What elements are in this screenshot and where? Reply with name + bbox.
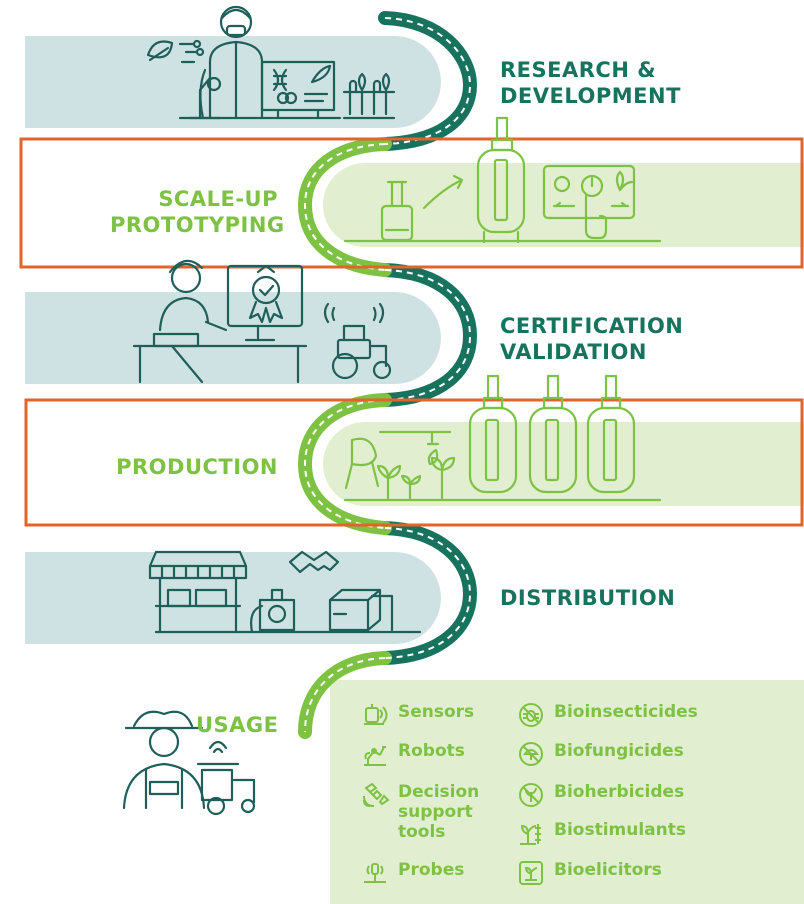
distribution-band — [25, 552, 441, 644]
stage-label-distribution: DISTRIBUTION — [500, 585, 675, 611]
usage-item-robots: Robots — [360, 741, 465, 767]
certification-band — [25, 292, 441, 384]
stage-label-line: DISTRIBUTION — [500, 586, 676, 610]
usage-item-label: Biostimulants — [554, 820, 686, 840]
stage-label-line: RESEARCH & — [500, 58, 657, 82]
satellite-icon — [363, 782, 390, 807]
weed-icon — [519, 783, 543, 807]
stage-label-line: SCALE-UP — [158, 187, 278, 211]
bioreactor-scaleup-icon — [343, 116, 662, 244]
bug-icon — [519, 703, 543, 727]
highlight-box-scaleup — [19, 137, 804, 269]
researcher-icon — [146, 5, 396, 120]
stage-label-line: USAGE — [196, 713, 279, 737]
stage-label-certification: CERTIFICATION VALIDATION — [500, 313, 683, 365]
sensor-icon — [364, 704, 388, 725]
usage-item-biostimulants: Biostimulants — [516, 820, 686, 846]
certification-worker-icon — [132, 259, 392, 384]
bioreactor-production-icon — [343, 374, 662, 502]
highlight-box-production — [24, 398, 804, 527]
stage-label-line: PRODUCTION — [116, 455, 278, 479]
stage-label-scaleup: SCALE-UP PROTOTYPING — [110, 186, 285, 238]
usage-item-bioelicitors: Bioelicitors — [516, 860, 662, 886]
usage-item-label: Biofungicides — [554, 741, 684, 761]
production-band — [323, 422, 804, 506]
probe-icon — [364, 863, 386, 883]
usage-item-label: Robots — [398, 741, 465, 761]
usage-item-label: Bioinsecticides — [554, 702, 698, 722]
market-stall-icon — [148, 550, 422, 634]
usage-item-bioherbicides: Bioherbicides — [516, 782, 684, 808]
usage-item-biofungicides: Biofungicides — [516, 741, 684, 767]
road-dashes — [303, 17, 472, 733]
stage-label-line: DEVELOPMENT — [500, 84, 681, 108]
fungus-icon — [519, 742, 543, 766]
stage-label-line: PROTOTYPING — [110, 213, 285, 237]
research-band — [25, 36, 441, 128]
usage-item-label: Decision support tools — [398, 782, 480, 842]
usage-item-label: Bioelicitors — [554, 860, 662, 880]
stage-label-line: CERTIFICATION — [500, 314, 684, 338]
usage-item-bioinsecticides: Bioinsecticides — [516, 702, 698, 728]
usage-item-sensors: Sensors — [360, 702, 474, 728]
usage-item-decision-support: Decision support tools — [360, 782, 479, 842]
usage-item-label: Sensors — [398, 702, 475, 722]
stage-label-research: RESEARCH & DEVELOPMENT — [500, 57, 681, 109]
plant-icon — [520, 824, 541, 845]
stage-label-production: PRODUCTION — [110, 454, 278, 480]
stage-label-line: VALIDATION — [500, 340, 647, 364]
usage-panel — [330, 680, 804, 904]
seedling-box-icon — [519, 861, 543, 885]
usage-item-label: Bioherbicides — [554, 782, 685, 802]
robot-icon — [364, 746, 386, 766]
farmer-icon — [122, 710, 256, 816]
usage-item-label: Probes — [398, 860, 465, 880]
stage-label-usage: USAGE — [196, 712, 279, 738]
usage-item-probes: Probes — [360, 860, 464, 886]
